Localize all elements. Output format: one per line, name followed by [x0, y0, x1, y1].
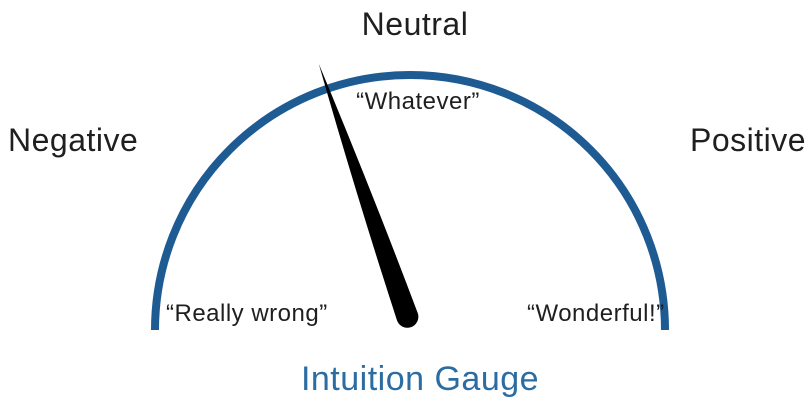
gauge-title: Intuition Gauge: [300, 360, 540, 398]
gauge-label-negative: Negative: [8, 122, 139, 158]
needle: [318, 63, 419, 328]
gauge-arc: [151, 71, 669, 331]
gauge-label-positive: Positive: [690, 122, 807, 158]
gauge-quote-really-wrong: “Really wrong”: [166, 300, 328, 327]
gauge-quote-wonderful: “Wonderful!”: [527, 300, 665, 327]
gauge-label-neutral: Neutral: [361, 6, 469, 42]
gauge-quote-whatever: “Whatever”: [356, 88, 480, 115]
